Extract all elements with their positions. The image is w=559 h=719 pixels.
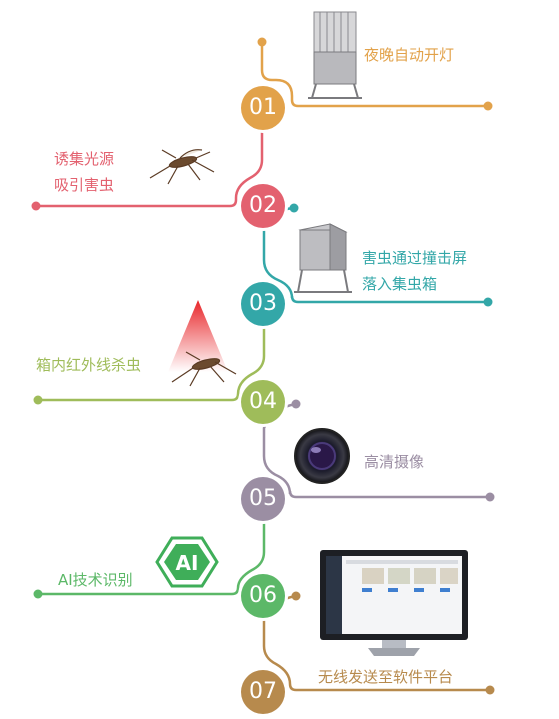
connector-step-06 [33, 522, 266, 599]
connector-step-02 [31, 130, 264, 211]
monitor-icon [320, 550, 468, 656]
mosquito-icon [171, 351, 237, 387]
collection-box-icon [294, 223, 352, 293]
step-05-label: 高清摄像 [364, 453, 425, 471]
step-01-number: 01 [241, 86, 285, 130]
ai-hexagon-icon: AI [155, 536, 219, 588]
infrared-cone-icon [168, 300, 228, 372]
step-02-number: 02 [241, 184, 285, 228]
step-03-label-line2: 落入集虫箱 [362, 275, 438, 293]
step-07-number: 07 [241, 670, 285, 714]
step-06-number: 06 [241, 574, 285, 618]
mosquito-icon [149, 149, 215, 185]
connector-step-04 [33, 326, 266, 405]
step-07-label: 无线发送至软件平台 [318, 668, 454, 686]
step-01-label: 夜晚自动开灯 [364, 46, 455, 64]
step-05-number: 05 [241, 477, 285, 521]
step-02-label-line1: 诱集光源 [54, 150, 115, 168]
connector-step-01 [257, 37, 493, 111]
step-03-number: 03 [241, 282, 285, 326]
step-04-number: 04 [241, 380, 285, 424]
step-03-label-line1: 害虫通过撞击屏 [362, 249, 468, 267]
step-04-label: 箱内红外线杀虫 [36, 356, 142, 374]
step-02-label-line2: 吸引害虫 [54, 176, 115, 194]
ai-badge-text: AI [176, 551, 199, 575]
step-06-label: AI技术识别 [58, 571, 133, 589]
lamp-device-icon [308, 11, 362, 99]
camera-lens-icon [294, 428, 350, 484]
